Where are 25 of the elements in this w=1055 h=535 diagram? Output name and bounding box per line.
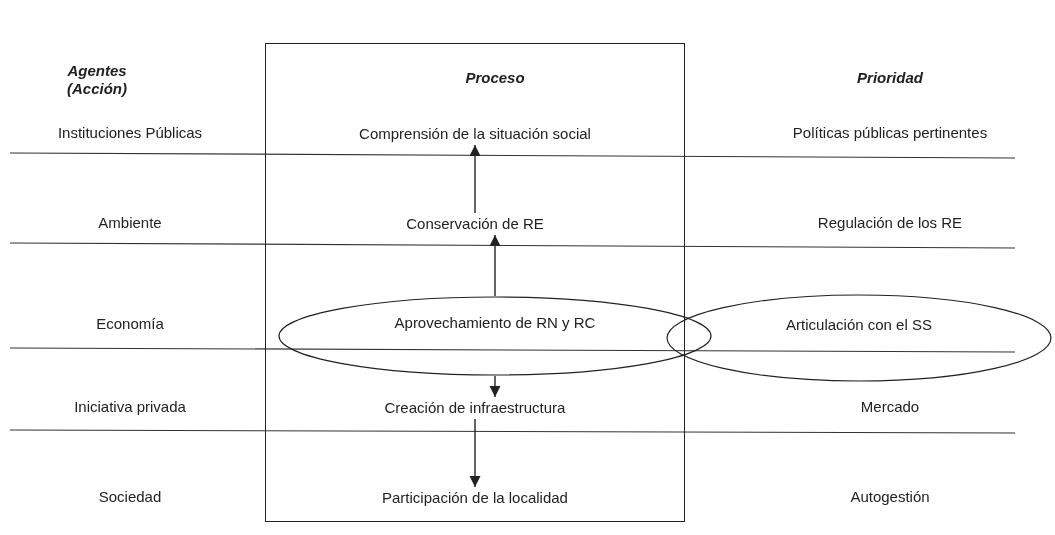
row-label: Instituciones Públicas: [56, 123, 204, 143]
arrow: [469, 418, 481, 488]
process-step: Participación de la localidad: [345, 487, 605, 509]
ellipse-node: [666, 294, 1052, 382]
column-header: Prioridad: [856, 68, 924, 88]
column-header: Agentes (Acción): [66, 62, 128, 98]
row-label: Políticas públicas pertinentes: [791, 123, 989, 143]
arrow: [469, 144, 481, 214]
arrow: [489, 234, 501, 297]
process-text: Aprovechamiento de RN y RC: [393, 313, 597, 333]
process-frame: [265, 43, 685, 522]
column-header: Proceso: [464, 68, 526, 88]
ellipse-node: [278, 296, 712, 376]
row-label: Sociedad: [97, 487, 163, 507]
process-text: Articulación con el SS: [785, 315, 933, 335]
process-step: Conservación de RE: [345, 213, 605, 235]
row-label: Mercado: [859, 397, 921, 417]
row-label: Iniciativa privada: [73, 397, 187, 417]
row-label: Autogestión: [849, 487, 931, 507]
row-label: Ambiente: [97, 213, 163, 233]
process-step: Comprensión de la situación social: [345, 123, 605, 145]
row-label: Regulación de los RE: [816, 213, 964, 233]
row-label: Economía: [95, 314, 165, 334]
process-step: Creación de infraestructura: [345, 397, 605, 419]
arrow: [489, 375, 501, 398]
